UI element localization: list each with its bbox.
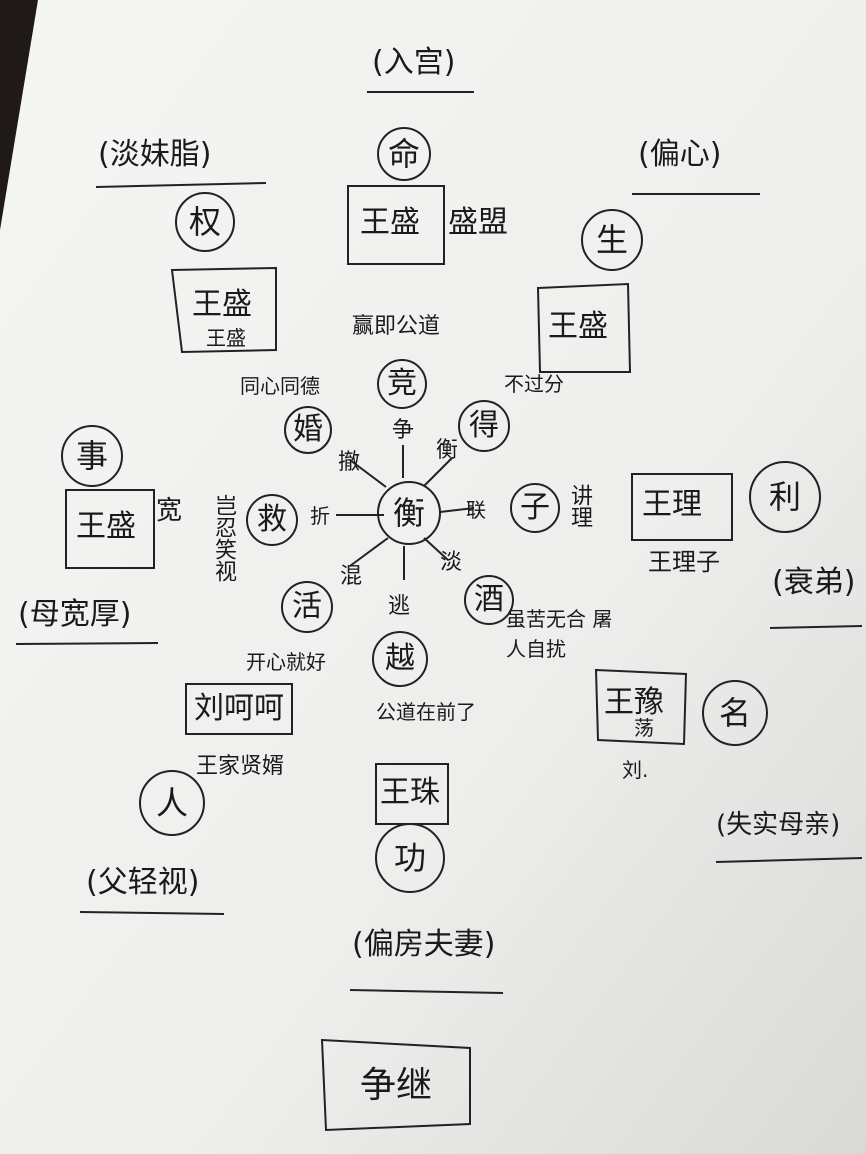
circle-jing: 竞 [387, 366, 417, 401]
circle-yue: 越 [385, 641, 415, 676]
note-jing: 赢即公道 [352, 314, 441, 339]
circle-gong: 功 [394, 839, 427, 877]
note-zi: 讲理 [567, 484, 592, 528]
circle-shi: 事 [76, 437, 109, 475]
spoke-lian: 联 [466, 498, 486, 522]
note-jiu2: 虽苦无合 屠人自扰 [506, 607, 613, 661]
circle-li: 利 [769, 478, 802, 516]
heading-left: (母宽厚) [18, 597, 132, 632]
spoke-tao: 逃 [388, 594, 411, 619]
box-right: 王理 [642, 487, 702, 522]
note-top-box-side: 盛盟 [448, 205, 508, 240]
circle-center: 衡 [393, 494, 426, 532]
box-bottom-right-sub: 荡 [634, 716, 654, 740]
heading-bottom-right: (失实母亲) [716, 810, 841, 840]
box-top-right: 王盛 [548, 309, 608, 344]
circle-zi: 子 [520, 490, 550, 525]
box-bottom-left: 刘呵呵 [194, 691, 284, 726]
circle-outlines [61, 127, 821, 893]
note-yue: 公道在前了 [376, 700, 476, 724]
note-bottom-left-sub: 王家贤婿 [196, 754, 285, 779]
box-left: 王盛 [76, 509, 136, 544]
spoke-zhe: 折 [310, 504, 330, 528]
circle-ming: 命 [388, 135, 421, 173]
note-ming2-sub: 刘. [622, 758, 649, 782]
heading-underlines [15, 91, 863, 994]
heading-bottom: (偏房夫妻) [352, 927, 496, 962]
heading-bottom-left: (父轻视) [86, 865, 200, 900]
circle-jiu: 救 [257, 502, 287, 537]
box-footer: 争继 [360, 1065, 433, 1106]
box-top-left: 王盛 [192, 287, 252, 322]
circle-ren: 人 [156, 784, 189, 822]
box-bottom: 王珠 [380, 775, 440, 810]
spoke-hun: 混 [340, 564, 363, 589]
circle-ming2: 名 [719, 694, 752, 732]
note-jiu: 岂忍笑视 [211, 494, 236, 582]
box-bottom-right: 王豫 [604, 685, 664, 720]
spoke-heng: 衡 [436, 438, 459, 463]
heading-top: (入宫) [372, 45, 456, 80]
box-top-left-sub: 王盛 [206, 326, 246, 350]
spoke-xie: 撤 [338, 450, 361, 475]
spoke-zheng: 争 [392, 418, 415, 443]
heading-top-right: (偏心) [638, 137, 722, 172]
circle-hun: 婚 [293, 412, 323, 447]
spokes [336, 445, 475, 580]
box-outlines [65, 185, 733, 1132]
note-hun: 同心同德 [240, 374, 320, 398]
heading-right: (衰弟) [772, 565, 856, 600]
circle-huo: 活 [292, 589, 322, 624]
note-de: 不过分 [504, 372, 564, 396]
circle-de: 得 [469, 408, 499, 443]
circle-quan: 权 [189, 203, 222, 241]
circle-sheng: 生 [596, 221, 629, 259]
note-left-box-side: 宽 [156, 496, 183, 526]
circle-jiu2: 酒 [474, 582, 504, 617]
note-li-sub: 王理子 [648, 548, 720, 576]
box-top: 王盛 [360, 205, 420, 240]
spoke-dan: 淡 [440, 550, 463, 575]
heading-top-left: (淡妹脂) [98, 137, 212, 172]
note-huo: 开心就好 [246, 650, 326, 674]
